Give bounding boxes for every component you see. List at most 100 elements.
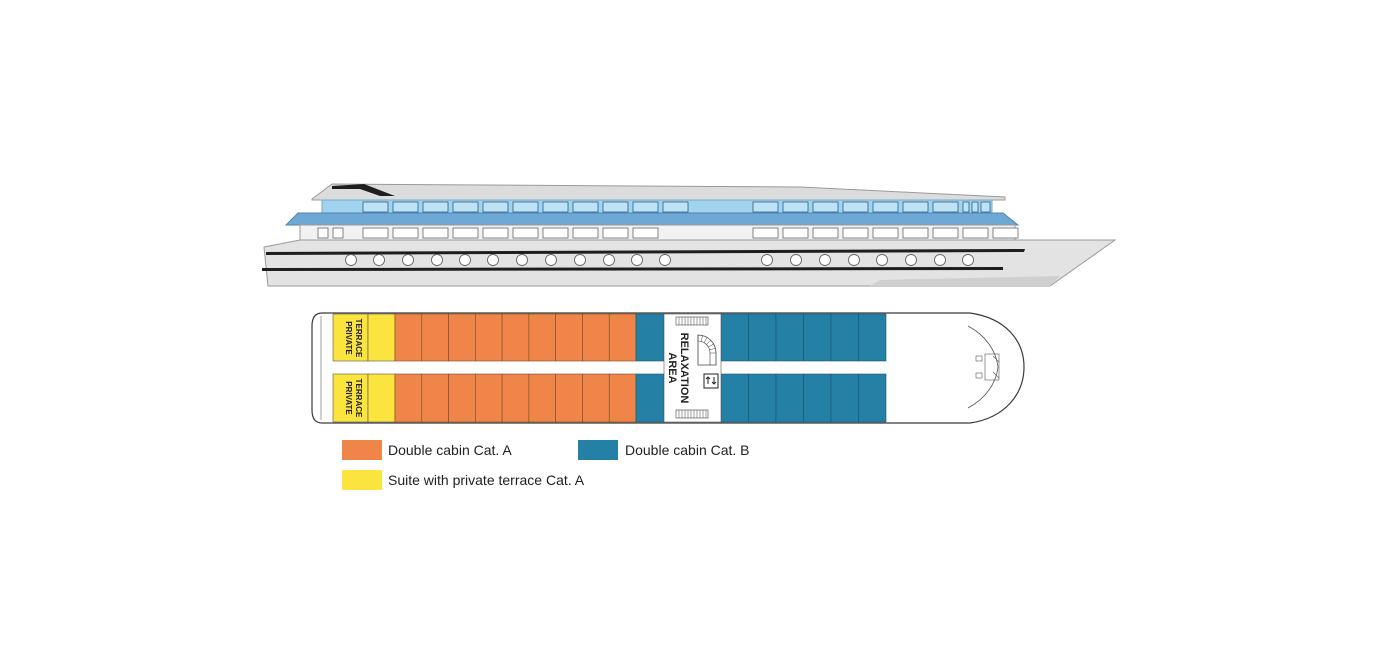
window [962, 227, 989, 239]
porthole [631, 254, 643, 266]
suite-bottom [367, 373, 396, 423]
cabin-cat-b [720, 373, 749, 423]
terrace-bottom-label-1: PRIVATE [344, 381, 353, 415]
window [752, 227, 779, 239]
cabin-cat-a [582, 373, 610, 423]
window [422, 227, 449, 239]
cabin-cat-a [394, 373, 423, 423]
hull-bow-shade [870, 276, 1060, 286]
cabin-cat-a [528, 313, 556, 362]
cabin-cat-a [501, 313, 530, 362]
cabin-cat-b [720, 313, 749, 362]
terrace-top-label-2: TERRACE [354, 319, 363, 358]
cabin-cat-a [528, 373, 556, 423]
portholes [345, 254, 974, 266]
cabin-cat-a [421, 373, 449, 423]
cabin-cat-a [608, 313, 637, 362]
legend-label-suite: Suite with private terrace Cat. A [388, 472, 585, 488]
window [752, 201, 779, 213]
porthole [876, 254, 888, 266]
window [482, 201, 509, 213]
porthole [790, 254, 802, 266]
window [992, 227, 1019, 239]
cabin-cat-a [421, 313, 449, 362]
legend-swatch-cat-a [342, 440, 382, 460]
cabin-cat-a [475, 313, 503, 362]
window [782, 201, 809, 213]
window [362, 201, 389, 213]
porthole [603, 254, 615, 266]
window [872, 227, 899, 239]
cabin-cat-a [448, 373, 476, 423]
porthole [373, 254, 385, 266]
window [542, 201, 569, 213]
porthole [819, 254, 831, 266]
cabin-cat-b [803, 373, 832, 423]
terrace-top-label-1: PRIVATE [344, 321, 353, 355]
terrace-bottom [332, 373, 369, 423]
window [572, 201, 599, 213]
porthole [574, 254, 586, 266]
terrace-bottom-label-2: TERRACE [354, 379, 363, 418]
window [602, 201, 629, 213]
window [452, 201, 479, 213]
window [512, 201, 539, 213]
cabin-cat-a [475, 373, 503, 423]
cabin-cat-b [830, 313, 859, 362]
window [362, 227, 389, 239]
cabin-cat-b [830, 373, 859, 423]
upper-windows [362, 201, 991, 213]
porthole [431, 254, 443, 266]
porthole [905, 254, 917, 266]
porthole [848, 254, 860, 266]
window [482, 227, 509, 239]
cabin-cat-b [858, 373, 887, 423]
wheelhouse-icon [967, 325, 1000, 409]
legend-label-cat-b: Double cabin Cat. B [625, 442, 750, 458]
window [542, 227, 569, 239]
stairs-bottom [675, 409, 709, 419]
window [572, 227, 599, 239]
relaxation-area [663, 313, 722, 423]
window [842, 227, 869, 239]
window [632, 227, 659, 239]
cabin-cat-a [555, 373, 583, 423]
cabin-cat-b [748, 373, 777, 423]
window [662, 201, 689, 213]
porthole [516, 254, 528, 266]
cabin-cat-b [635, 373, 665, 423]
legend-label-cat-a: Double cabin Cat. A [388, 442, 512, 458]
cabin-cat-b [775, 373, 804, 423]
hull-stripe-lower [262, 267, 1003, 271]
porthole [545, 254, 557, 266]
hull-stripe-upper [266, 249, 1025, 255]
terrace-top [332, 313, 369, 362]
suite-top [367, 313, 396, 362]
porthole [934, 254, 946, 266]
porthole [962, 254, 974, 266]
window [422, 201, 449, 213]
middle-windows [317, 227, 1019, 239]
cabins [394, 313, 887, 423]
roof-deck [311, 183, 1006, 201]
cabin-cat-b [748, 313, 777, 362]
cabin-cat-a [555, 313, 583, 362]
cabin-cat-a [582, 313, 610, 362]
porthole [402, 254, 414, 266]
cabin-cat-b [803, 313, 832, 362]
legend-swatch-cat-b [578, 440, 618, 460]
roof-black-stripe [332, 184, 395, 196]
cabin-cat-a [608, 373, 637, 423]
stairs-top [675, 316, 709, 326]
cabin-cat-b [635, 313, 665, 362]
porthole [761, 254, 773, 266]
porthole [345, 254, 357, 266]
relaxation-label-2: AREA [666, 352, 678, 383]
spiral-staircase-icon [697, 334, 717, 366]
window [782, 227, 809, 239]
cabin-cat-a [501, 373, 530, 423]
porthole [459, 254, 471, 266]
